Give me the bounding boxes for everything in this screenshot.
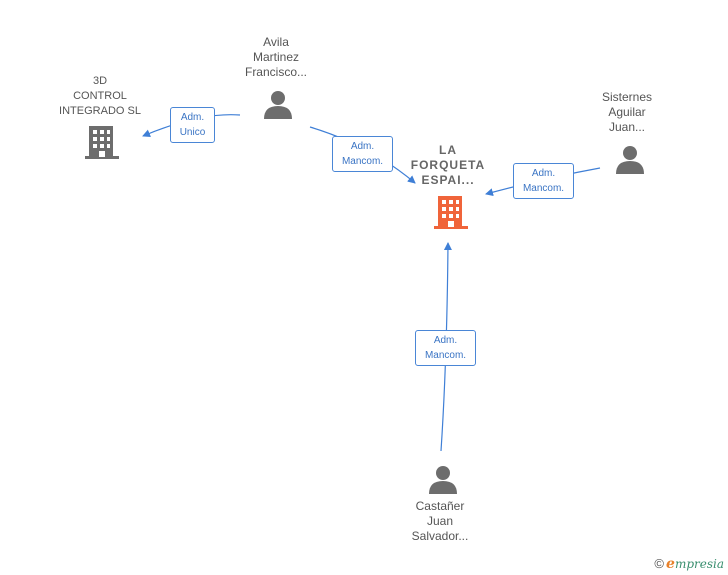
brand-initial: e xyxy=(666,556,675,572)
main-company-label: LA FORQUETA ESPAI... xyxy=(388,143,508,188)
badge-line-2: Mancom. xyxy=(341,156,384,167)
badge-line-1: Adm. xyxy=(350,141,375,152)
person-avila-line-2: Martinez xyxy=(252,50,299,64)
badge-line-1: Adm. xyxy=(180,112,205,123)
badge-line-2: Mancom. xyxy=(424,350,467,361)
badge-line-2: Mancom. xyxy=(522,183,565,194)
person-icon[interactable] xyxy=(615,144,645,174)
person-castaner-label: Castañer Juan Salvador... xyxy=(380,499,500,544)
person-castaner-line-1: Castañer xyxy=(415,499,465,513)
company-3d-line-1: 3D xyxy=(92,75,108,87)
person-sisternes-line-1: Sisternes xyxy=(601,90,653,104)
person-sisternes-line-3: Juan... xyxy=(608,120,646,134)
person-icon[interactable] xyxy=(263,89,293,119)
building-icon[interactable] xyxy=(85,124,119,160)
company-3d-control-label: 3D CONTROL INTEGRADO SL xyxy=(40,74,160,119)
edge-badge-adm-mancom-castaner[interactable]: Adm. Mancom. xyxy=(415,330,476,366)
edge-badge-adm-mancom-avila[interactable]: Adm. Mancom. xyxy=(332,136,393,172)
badge-line-1: Adm. xyxy=(531,168,556,179)
person-castaner-line-2: Juan xyxy=(426,514,454,528)
person-castaner-line-3: Salvador... xyxy=(411,529,469,543)
main-company-line-3: ESPAI... xyxy=(421,173,475,187)
person-sisternes-line-2: Aguilar xyxy=(608,105,646,119)
person-avila-line-1: Avila xyxy=(263,35,289,49)
company-3d-line-2: CONTROL xyxy=(73,90,127,102)
main-company-line-1: LA xyxy=(439,143,457,157)
empresia-watermark: ©empresia xyxy=(654,556,724,572)
edge-badge-adm-mancom-sisternes[interactable]: Adm. Mancom. xyxy=(513,163,574,199)
copyright-symbol: © xyxy=(654,556,665,571)
building-icon-highlighted[interactable] xyxy=(434,194,468,230)
edge-badge-adm-unico[interactable]: Adm. Unico xyxy=(170,107,215,143)
brand-name: mpresia xyxy=(674,557,724,571)
person-avila-label: Avila Martinez Francisco... xyxy=(216,35,336,80)
person-icon[interactable] xyxy=(428,464,458,494)
badge-line-1: Adm. xyxy=(433,335,458,346)
badge-line-2: Unico xyxy=(179,127,206,138)
person-sisternes-label: Sisternes Aguilar Juan... xyxy=(567,90,687,135)
person-avila-line-3: Francisco... xyxy=(244,65,307,79)
company-3d-line-3: INTEGRADO SL xyxy=(59,105,141,117)
main-company-line-2: FORQUETA xyxy=(410,158,486,172)
